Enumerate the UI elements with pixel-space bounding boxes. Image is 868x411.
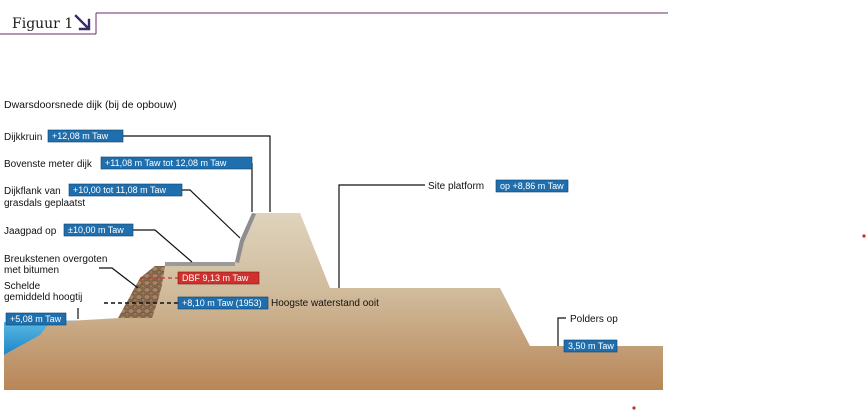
tag-dbf-text: DBF 9,13 m Taw — [182, 273, 249, 283]
label-polders: Polders op — [570, 314, 618, 325]
label-dijkflank-1: Dijkflank van — [4, 186, 61, 197]
tag-dbf: DBF 9,13 m Taw — [177, 271, 260, 285]
tag-site-text: op +8,86 m Taw — [500, 181, 564, 191]
tag-jaagpad: ±10,00 m Taw — [63, 223, 134, 237]
tag-bovenste-text: +11,08 m Taw tot 12,08 m Taw — [105, 158, 227, 168]
label-dijkflank-2: grasdals geplaatst — [4, 198, 85, 209]
label-breukstenen-1: Breukstenen overgoten — [4, 254, 107, 265]
leader-dijkkruin — [123, 135, 271, 212]
tag-site: op +8,86 m Taw — [495, 179, 569, 193]
river-water — [4, 320, 78, 355]
figure-header: Figuur 1 — [0, 12, 668, 35]
tag-dijkflank: +10,00 tot 11,08 m Taw — [68, 183, 183, 197]
leader-polders — [557, 317, 566, 346]
grass-slab — [235, 213, 256, 263]
label-dijkkruin: Dijkkruin — [4, 132, 42, 143]
label-breukstenen-2: met bitumen — [4, 265, 59, 276]
tag-schelde-text: +5,08 m Taw — [10, 314, 62, 324]
tag-hoogste: +8,10 m Taw (1953) — [177, 296, 269, 310]
leader-site — [338, 184, 425, 288]
leader-dijkflank — [182, 189, 241, 239]
tag-schelde: +5,08 m Taw — [5, 312, 67, 326]
arrow-down-right-icon — [74, 14, 91, 31]
leader-lines — [77, 135, 566, 346]
label-jaagpad: Jaagpad op — [4, 226, 57, 237]
leader-breukstenen — [99, 267, 139, 289]
tag-dijkkruin-text: +12,08 m Taw — [52, 131, 109, 141]
label-hoogste: Hoogste waterstand ooit — [271, 298, 379, 309]
tag-polders: 3,50 m Taw — [563, 339, 618, 353]
dike-body — [4, 213, 663, 390]
label-bovenste: Bovenste meter dijk — [4, 159, 93, 170]
tag-dijkflank-text: +10,00 tot 11,08 m Taw — [73, 185, 166, 195]
label-schelde-2: gemiddeld hoogtij — [4, 292, 82, 303]
stray-mark — [862, 234, 866, 238]
tag-jaagpad-text: ±10,00 m Taw — [68, 225, 124, 235]
label-schelde-1: Schelde — [4, 281, 41, 292]
tag-dijkkruin: +12,08 m Taw — [47, 129, 124, 143]
rock-revetment — [118, 266, 165, 318]
figure-label: Figuur 1 — [12, 16, 73, 32]
tag-hoogste-text: +8,10 m Taw (1953) — [182, 298, 262, 308]
label-site: Site platform — [428, 181, 484, 192]
tag-bovenste: +11,08 m Taw tot 12,08 m Taw — [100, 156, 253, 170]
leader-jaagpad — [133, 229, 193, 263]
soil-profile — [4, 213, 663, 390]
tag-polders-text: 3,50 m Taw — [568, 341, 614, 351]
stray-mark — [632, 406, 636, 410]
towpath-slab — [165, 262, 235, 266]
diagram-title: Dwarsdoorsnede dijk (bij de opbouw) — [4, 99, 177, 111]
